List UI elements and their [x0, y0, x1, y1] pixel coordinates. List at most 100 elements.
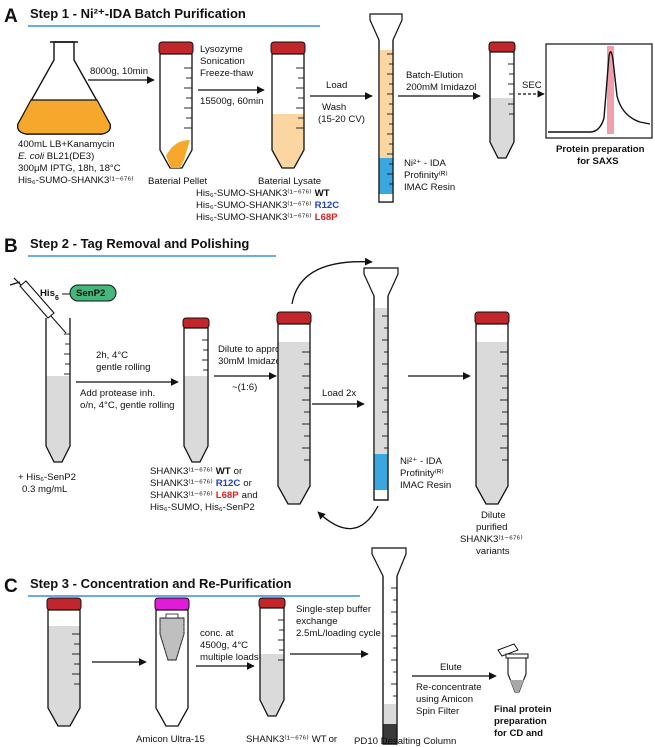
imidazol-label: 200mM Imidazol — [406, 82, 476, 93]
conc-line-3: multiple loads — [200, 652, 259, 663]
panel-c: C Step 3 - Concentration and Re-Purifica… — [4, 547, 552, 747]
syringe-icon — [9, 277, 67, 334]
panel-b: B Step 2 - Tag Removal and Polishing His… — [4, 236, 523, 557]
pellet-label: Baterial Pellet — [148, 176, 208, 187]
pellet-tube — [158, 41, 194, 169]
step-1-title: Step 1 - Ni²⁺-IDA Batch Purification — [30, 6, 246, 21]
sephadex-bed — [383, 724, 397, 744]
imac-column-b — [363, 267, 399, 501]
load-label: Load — [326, 80, 347, 91]
incubation-rolling: gentle rolling — [96, 362, 150, 373]
resin-a-line-3: IMAC Resin — [404, 182, 455, 193]
protease-inhibitor: Add protease inh. — [80, 388, 155, 399]
amicon-line-1: Amicon Ultra-15 — [136, 734, 205, 745]
lysis-lysozyme: Lysozyme — [200, 44, 243, 55]
lysis-sonication: Sonication — [200, 56, 245, 67]
sec-label: SEC — [522, 80, 542, 91]
digestion-tube — [45, 318, 71, 463]
panel-a: A Step 1 - Ni²⁺-IDA Batch Purification 4… — [4, 6, 653, 223]
reconc-line-3: Spin Filter — [416, 706, 460, 717]
conc-line-2: 4500g, 4°C — [200, 640, 248, 651]
flask-induction-label: 300μM IPTG, 18h, 18°C — [18, 163, 121, 174]
step-3-title: Step 3 - Concentration and Re-Purificati… — [30, 576, 292, 591]
resin-b-line-3: IMAC Resin — [400, 480, 451, 491]
final-b-line-4: variants — [476, 546, 510, 557]
senp2-added-label: + His₆-SenP2 — [18, 472, 76, 483]
centrifuge-label: 8000g, 10min — [90, 66, 148, 77]
resin-b-line-2: Profinity⁽ᴿ⁾ — [400, 468, 444, 479]
lysis-freeze-thaw: Freeze-thaw — [200, 68, 253, 79]
recycle-arrow-bottom — [317, 505, 379, 530]
saxs-label-1: Protein preparation — [556, 144, 645, 155]
resin-a-line-1: Ni²⁺ - IDA — [404, 158, 446, 169]
lysate-label: Baterial Lysate — [258, 176, 321, 187]
resin-b-line-1: Ni²⁺ - IDA — [400, 456, 442, 467]
senp2-his-label: His6 — [40, 288, 59, 302]
sample-in-column-b — [374, 308, 388, 454]
load-2x-label: Load 2x — [322, 388, 356, 399]
erlenmeyer-flask — [16, 41, 112, 135]
final-b-line-1: Dilute — [481, 510, 506, 521]
senp2-enzyme-label: SenP2 — [76, 288, 105, 299]
dilution-ratio: ~(1:6) — [232, 382, 257, 393]
senp2-conc-label: 0.3 mg/mL — [22, 484, 68, 495]
reconc-line-2: using Amicon — [416, 694, 473, 705]
lysis-centrifuge: 15500g, 60min — [200, 96, 263, 107]
eppendorf-tube-icon — [497, 643, 529, 693]
purified-variant-tube — [474, 311, 510, 505]
exchange-line-2: exchange — [296, 616, 338, 627]
eluate-liquid — [490, 98, 514, 158]
wash-label: Wash — [322, 102, 346, 113]
recycle-arrow-top — [291, 257, 373, 305]
senp2-enzyme-pill — [69, 284, 117, 302]
panel-label-b: B — [4, 236, 18, 257]
pd10-desalting-column — [371, 547, 407, 745]
concentrated-tube — [258, 597, 286, 717]
sec-chromatogram — [545, 43, 653, 139]
culture-medium — [17, 99, 111, 135]
overnight-rolling: o/n, 4°C, gentle rolling — [80, 400, 175, 411]
product-tags: His₆-SUMO, His₆-SenP2 — [150, 502, 255, 513]
flask-strain-label: E. coli BL21(DE3) — [18, 151, 94, 162]
elution-label: Batch-Elution — [406, 70, 463, 81]
amicon-filter-tube — [154, 597, 190, 727]
final-c-line-3: for CD and — [494, 728, 543, 739]
exchange-line-1: Single-step buffer — [296, 604, 372, 615]
final-b-line-2: purified — [476, 522, 507, 533]
flask-medium-label: 400mL LB+Kanamycin — [18, 139, 114, 150]
pooled-sample-tube — [46, 597, 82, 727]
dilute-label: Dilute to approx. — [218, 344, 288, 355]
conc-line-1: conc. at — [200, 628, 234, 639]
bacterial-pellet — [166, 140, 190, 168]
cleaved-product-tube — [182, 317, 210, 463]
selected-peak-fraction — [607, 46, 614, 134]
wash-cv-label: (15-20 CV) — [318, 114, 365, 125]
flask-construct-label: His₆-SUMO-SHANK3⁽¹⁻⁶⁷⁶⁾ — [18, 175, 134, 186]
construct-l68p: His₆-SUMO-SHANK3⁽¹⁻⁶⁷⁶⁾L68P — [196, 212, 338, 223]
construct-r12c: His₆-SUMO-SHANK3⁽¹⁻⁶⁷⁶⁾R12C — [196, 200, 339, 211]
saxs-label-2: for SAXS — [577, 156, 619, 167]
imidazol-target: 30mM Imidazol — [218, 356, 283, 367]
resin-a-line-2: Profinity⁽ᴿ⁾ — [404, 170, 448, 181]
elution-profile-line — [548, 51, 651, 133]
pd10-label: PD10 Desalting Column — [354, 736, 456, 747]
eluate-tube — [488, 41, 516, 159]
reconc-line-1: Re-concentrate — [416, 682, 482, 693]
imac-column-a — [369, 13, 403, 203]
final-c-line-2: preparation — [494, 716, 547, 727]
lysate-tube — [270, 41, 306, 169]
exchange-line-3: 2.5mL/loading cycle — [296, 628, 381, 639]
panel-label-c: C — [4, 576, 18, 597]
incubation-time: 2h, 4°C — [96, 350, 128, 361]
elute-label: Elute — [440, 662, 462, 673]
final-b-line-3: SHANK3⁽¹⁻⁶⁷⁶⁾ — [460, 534, 523, 545]
diluted-sample-tube — [276, 311, 312, 505]
imac-resin-bed-b — [374, 454, 388, 490]
panel-label-a: A — [4, 6, 18, 27]
final-c-line-1: Final protein — [494, 704, 552, 715]
